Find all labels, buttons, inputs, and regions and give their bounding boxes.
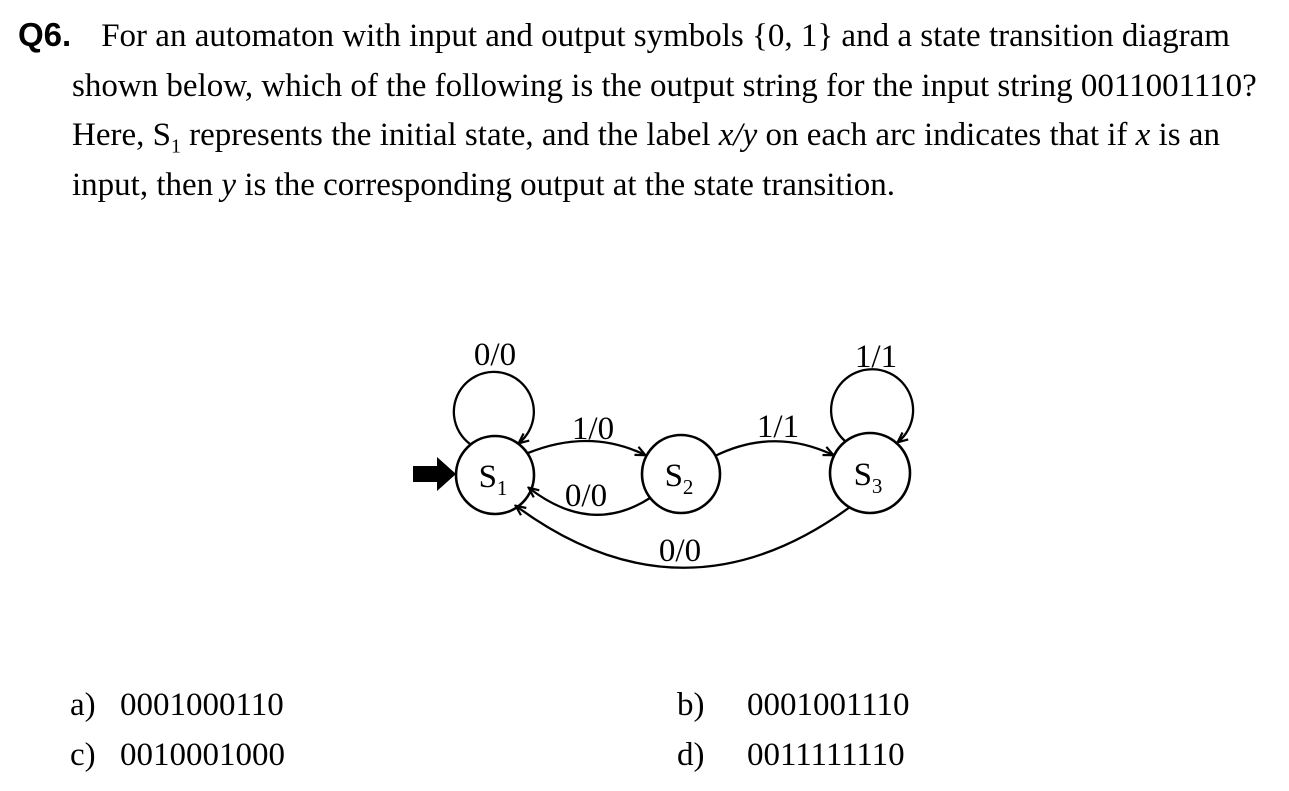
state-transition-diagram: 0/0 1/0 0/0 1/1 1/1 0/0 S1 S2 S3 xyxy=(413,337,915,569)
option-b-value: 0001001110 xyxy=(747,687,910,723)
state-circle-s1 xyxy=(454,434,536,516)
option-a-value: 0001000110 xyxy=(120,687,284,723)
transition-arc-s2-s1 xyxy=(529,488,651,516)
option-a: a) 0001000110 xyxy=(70,680,284,730)
transition-arc-s1-s2 xyxy=(527,439,645,455)
question-line-text: For an automaton with input and output s… xyxy=(101,18,1230,54)
question-line: input, then y is the corresponding outpu… xyxy=(72,166,896,203)
transition-arc-s2-s3 xyxy=(714,440,833,458)
state-label-s1: S1 xyxy=(479,459,508,500)
transition-label-s3-self: 1/1 xyxy=(855,339,897,375)
state-label-s2: S2 xyxy=(665,458,694,499)
option-d-value: 0011111110 xyxy=(747,737,905,773)
option-c: c) 0010001000 xyxy=(70,730,285,780)
option-a-letter: a) xyxy=(70,687,96,723)
option-b: b) 0001001110 xyxy=(677,680,910,730)
state-circle-s2 xyxy=(640,433,722,515)
transition-arc-s1-self xyxy=(452,370,535,444)
question-line: shown below, which of the following is t… xyxy=(72,67,1257,104)
question-number: Q6. xyxy=(18,16,72,53)
option-d: d) 0011111110 xyxy=(677,730,905,780)
option-c-value: 0010001000 xyxy=(120,737,285,773)
transition-label-s2-s1: 0/0 xyxy=(565,478,607,514)
state-label-s3: S3 xyxy=(854,457,883,498)
question-block: Q6. For an automaton with input and outpu… xyxy=(18,10,1257,210)
initial-state-arrow-icon xyxy=(413,457,456,491)
question-line: Q6. For an automaton with input and outpu… xyxy=(18,10,1257,62)
state-circle-s3 xyxy=(828,431,912,515)
question-line: Here, S1 represents the initial state, a… xyxy=(72,117,1220,158)
option-c-letter: c) xyxy=(70,737,96,773)
transition-label-s3-s1: 0/0 xyxy=(659,533,701,569)
option-d-letter: d) xyxy=(677,737,705,773)
transition-arc-s3-s1 xyxy=(516,506,851,569)
transition-label-s1-self: 0/0 xyxy=(474,337,516,373)
transition-label-s1-s2: 1/0 xyxy=(572,411,614,447)
transition-arc-s3-self xyxy=(829,368,915,442)
transition-label-s2-s3: 1/1 xyxy=(757,409,799,445)
option-b-letter: b) xyxy=(677,687,705,723)
